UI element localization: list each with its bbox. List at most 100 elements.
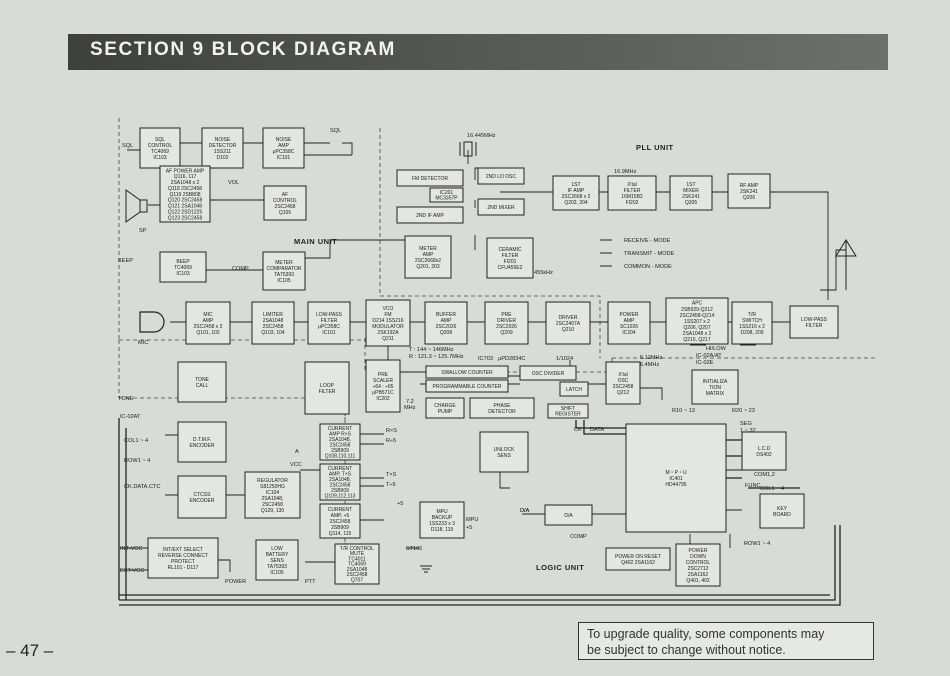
block-noise-detector-line: 1SS211 <box>214 149 232 155</box>
block-fm-detector: FM DETECTOR <box>396 169 464 187</box>
block-da: D/A <box>544 504 593 526</box>
diagram-label: SP <box>139 228 147 234</box>
block-limiter-line: LIMITER <box>263 312 283 318</box>
diagram-label: PTT <box>305 579 316 585</box>
block-ic201-line: MC3357P <box>435 195 458 201</box>
block-2nd-mixer-line: 2ND MIXER <box>487 205 515 211</box>
block-2nd-lo-osc-line: 2ND LO OSC <box>486 174 517 180</box>
block-af-power-amp-line: Q123 2SC2458 <box>168 215 203 221</box>
block-programmable-counter-line: PROGRAMMABLE COUNTER <box>433 384 502 390</box>
block-tr-switch-line: 1SS216 x 2 <box>739 324 765 330</box>
block-tr-control-line: Q707 <box>351 578 363 584</box>
block-low-pass-filter-main-line: FILTER <box>321 318 338 324</box>
block-mic-amp-line: MIC <box>203 312 213 318</box>
block-key-board-line: BOARD <box>773 512 791 518</box>
block-pre-driver-line: PRE <box>501 312 512 318</box>
block-power-on-reset-line: POWER ON RESET <box>615 554 661 560</box>
block-unlock-sens-line: SENS <box>497 453 511 459</box>
diagram-label: BEEP <box>118 258 133 264</box>
block-vco-line: 2SK192A <box>377 330 399 336</box>
block-meter-comparator-line: METER <box>275 260 293 266</box>
diagram-label: MHz <box>404 405 416 411</box>
block-phase-detector-line: DETECTOR <box>488 409 516 415</box>
crystal-icon <box>459 141 477 157</box>
block-dtmf-encoder-line: ENCODER <box>189 443 214 449</box>
block-driver-line: 2SC2407A <box>556 321 581 327</box>
block-tr-control-line: T/R CONTROL <box>340 546 374 552</box>
block-current-amp-tx-line: AMP, T×S <box>329 471 352 477</box>
block-sql-control-line: CONTROL <box>148 143 173 149</box>
block-xtal-filter-line: X'tal <box>627 182 637 188</box>
block-power-down-control-line: 2SA1162 <box>688 572 708 578</box>
block-pre-driver-line: Q209 <box>500 330 512 336</box>
block-prescaler-line: SCALER <box>373 378 393 384</box>
diagram-label: 5.12MHz <box>640 355 663 361</box>
diagram-label: R20 ~ 23 <box>732 408 755 414</box>
diagram-label: R×S <box>386 428 397 434</box>
block-ctcss-encoder-frame <box>177 475 227 519</box>
block-2nd-if-amp-frame <box>396 206 464 224</box>
block-xtal-filter-line: FI202 <box>626 200 639 206</box>
block-tr-control-line: 2SA1048 <box>347 567 368 573</box>
block-regulator-line: Q129, 130 <box>261 508 285 514</box>
block-ic201-line: IC201 <box>440 190 454 196</box>
block-dtmf-encoder-line: D.T.M.F. <box>193 437 211 443</box>
diagram-label: COMP <box>570 534 587 540</box>
block-low-pass-filter-out-frame <box>789 305 839 339</box>
diagram-label: R10 ~ 13 <box>672 408 695 414</box>
block-shift-register-frame <box>547 403 589 419</box>
block-programmable-counter-frame <box>425 379 509 393</box>
block-mpu-backup-line: 1SS233 x 3 <box>429 521 455 527</box>
block-apc-line: APC <box>692 301 703 307</box>
change-notice-box: To upgrade quality, some components may … <box>578 622 874 660</box>
block-dtmf-encoder: D.T.M.F.ENCODER <box>177 421 227 463</box>
diagram-label: COL1 ~ 4 <box>124 438 148 444</box>
block-ceramic-filter-frame <box>486 237 534 279</box>
block-af-power-amp-line: Q118 2SC2458 <box>168 186 202 192</box>
block-vco-frame <box>365 299 411 347</box>
diagram-label: IC703 <box>478 356 493 362</box>
block-driver-line: Q210 <box>562 327 574 333</box>
block-low-battery-sens-line: IC105 <box>270 570 284 576</box>
block-mpu-backup-frame <box>419 501 465 539</box>
block-da-line: D/A <box>564 513 573 519</box>
unit-label: MAIN UNIT <box>294 237 337 246</box>
block-da-frame <box>544 504 593 526</box>
block-buffer-amp-line: Q208 <box>440 330 452 336</box>
block-power-amp-line: POWER <box>620 312 639 318</box>
block-1st-mixer-line: 1ST <box>686 182 695 188</box>
block-2nd-if-amp-line: 2ND IF AMP <box>416 213 444 219</box>
diagram-label: R÷5 <box>386 438 396 444</box>
speaker-icon <box>125 189 148 223</box>
block-af-power-amp-line: Q121 2SA1048 <box>168 204 202 210</box>
block-int-ext-select-frame <box>147 537 219 579</box>
block-beep-line: BEEP <box>176 259 190 265</box>
block-int-ext-select-line: PROTECT <box>171 559 195 565</box>
block-fm-detector-frame <box>396 169 464 187</box>
diagram-label: IC-02AT <box>120 414 141 420</box>
block-meter-amp-line: AMP <box>423 252 435 258</box>
diagram-label: T÷5 <box>386 482 396 488</box>
block-mpu-backup-line: MPU <box>436 509 448 515</box>
block-xtal-osc-line: Q212 <box>617 390 629 396</box>
block-tr-control: T/R CONTROLMUTETC4011TC40692SA10482SC245… <box>334 543 380 585</box>
block-driver-frame <box>545 301 591 345</box>
block-power-amp-line: AMP <box>624 318 636 324</box>
diagram-label: +5 <box>397 501 403 507</box>
diagram-label: ROW1 ~ 4 <box>124 458 150 464</box>
block-regulator: REGULATORS81250HGIC1042SA1048,2SC2458Q12… <box>244 471 301 519</box>
block-noise-detector-line: D102 <box>217 155 229 161</box>
